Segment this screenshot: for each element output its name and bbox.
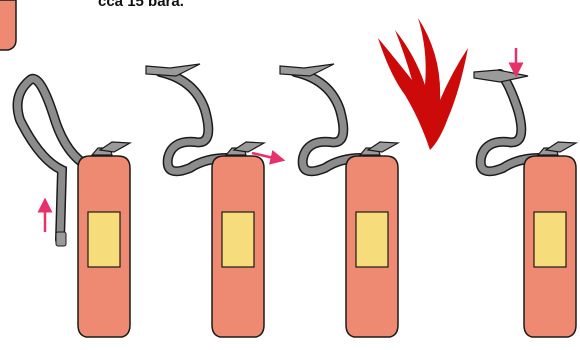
caption-text: cca 15 bara. xyxy=(98,0,184,10)
fire-extinguisher-icon xyxy=(280,64,398,337)
fire-extinguisher-icon xyxy=(18,79,130,337)
fire-extinguisher-icon xyxy=(146,64,264,337)
partial-extinguisher-icon xyxy=(0,0,16,50)
flame-icon xyxy=(378,18,468,150)
fire-extinguisher-icon xyxy=(474,70,576,337)
